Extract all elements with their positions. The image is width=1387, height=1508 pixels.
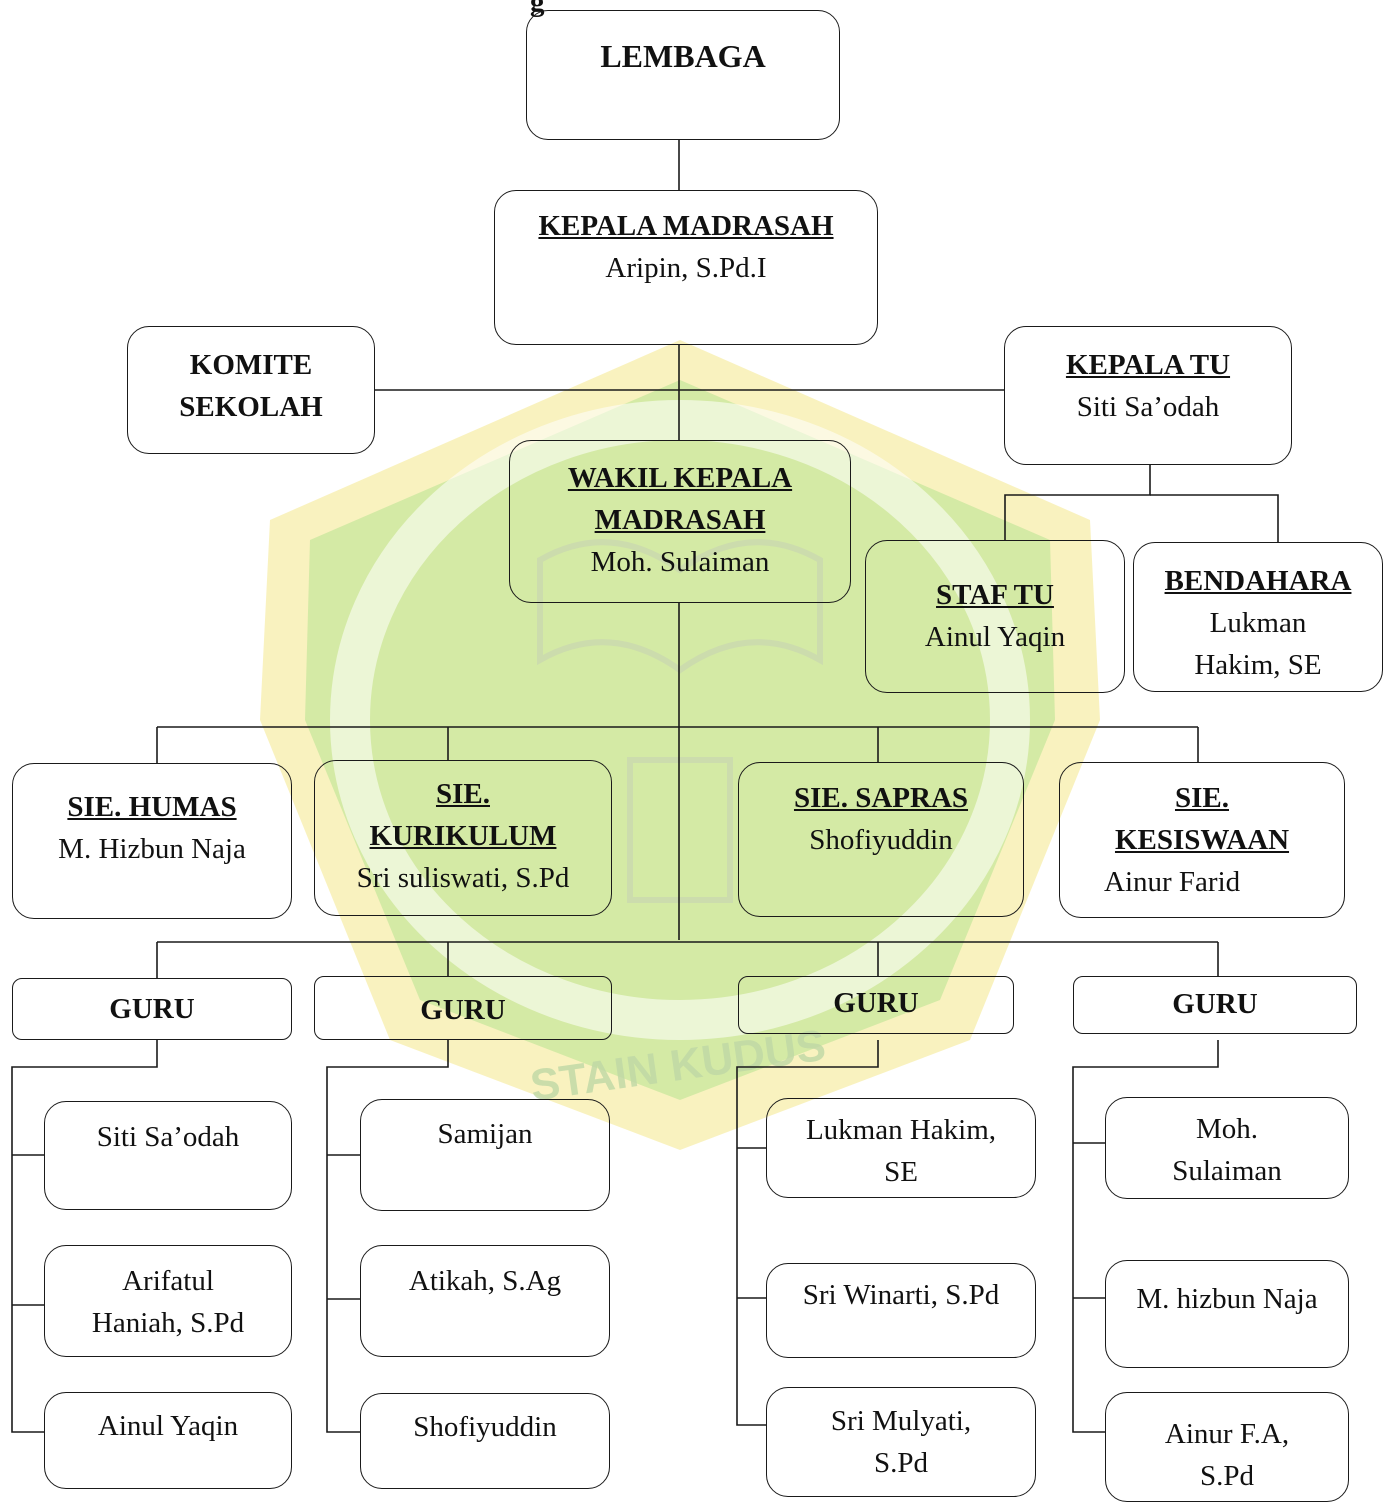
guru-3-member-2: Sri Winarti, S.Pd	[766, 1263, 1036, 1358]
member-name-line2: S.Pd	[1199, 1460, 1254, 1492]
guru-label: GURU	[1172, 988, 1258, 1020]
member-name-line1: M. hizbun Naja	[1136, 1283, 1318, 1315]
kepala-tu-title: KEPALA TU	[1065, 349, 1231, 381]
member-name-line1: Ainul Yaqin	[97, 1410, 239, 1442]
box-sie-kurikulum: SIE. KURIKULUM Sri suliswati, S.Pd	[314, 760, 612, 916]
kepala-tu-name: Siti Sa’odah	[1076, 391, 1220, 423]
sie-humas-name: M. Hizbun Naja	[58, 833, 246, 865]
guru-1-member-2: Arifatul Haniah, S.Pd	[44, 1245, 292, 1357]
guru-label: GURU	[420, 994, 506, 1026]
sie-sapras-name: Shofiyuddin	[809, 824, 953, 856]
box-kepala-madrasah: KEPALA MADRASAH Aripin, S.Pd.I	[494, 190, 878, 345]
box-komite-sekolah: KOMITE SEKOLAH	[127, 326, 375, 454]
guru-label: GURU	[833, 987, 919, 1019]
guru-4-member-3: Ainur F.A, S.Pd	[1105, 1392, 1349, 1502]
member-name-line1: Sri Winarti, S.Pd	[802, 1279, 1000, 1311]
staf-tu-title: STAF TU	[936, 579, 1054, 611]
guru-1-member-1: Siti Sa’odah	[44, 1101, 292, 1210]
sie-kurikulum-title-line2: KURIKULUM	[369, 820, 557, 852]
box-kepala-tu: KEPALA TU Siti Sa’odah	[1004, 326, 1292, 465]
guru-2-member-1: Samijan	[360, 1099, 610, 1211]
kepala-madrasah-name: Aripin, S.Pd.I	[605, 252, 767, 284]
staf-tu-name: Ainul Yaqin	[924, 621, 1066, 653]
watermark-book-icon	[537, 539, 823, 674]
member-name-line1: Sri Mulyati,	[830, 1405, 972, 1437]
guru-3-member-3: Sri Mulyati, S.Pd	[766, 1387, 1036, 1497]
box-guru-4: GURU	[1073, 976, 1357, 1034]
member-name-line1: Arifatul	[122, 1265, 214, 1297]
member-name-line2: SE	[884, 1156, 918, 1188]
guru-label: GURU	[109, 993, 195, 1025]
member-name-line1: Atikah, S.Ag	[408, 1265, 562, 1297]
komite-line1: KOMITE	[189, 349, 313, 381]
guru-3-member-1: Lukman Hakim, SE	[766, 1098, 1036, 1198]
member-name-line1: Moh.	[1195, 1113, 1259, 1145]
box-staf-tu: STAF TU Ainul Yaqin	[865, 540, 1125, 693]
member-name-line2: Sulaiman	[1172, 1155, 1282, 1187]
wakil-title-line1: WAKIL KEPALA	[567, 462, 793, 494]
sie-kurikulum-title-line1: SIE.	[435, 778, 490, 810]
guru-4-member-1: Moh. Sulaiman	[1105, 1097, 1349, 1199]
komite-line2: SEKOLAH	[179, 391, 323, 423]
sie-kurikulum-name: Sri suliswati, S.Pd	[356, 862, 570, 894]
box-guru-3: GURU	[738, 976, 1014, 1034]
guru-1-member-3: Ainul Yaqin	[44, 1392, 292, 1489]
kepala-madrasah-title: KEPALA MADRASAH	[538, 210, 834, 242]
member-name-line2: Haniah, S.Pd	[91, 1307, 245, 1339]
sie-humas-title: SIE. HUMAS	[67, 791, 237, 823]
member-name-line2: S.Pd	[873, 1447, 928, 1479]
watermark-ring	[330, 400, 1030, 1040]
box-sie-sapras: SIE. SAPRAS Shofiyuddin	[738, 762, 1024, 917]
box-sie-kesiswaan: SIE. KESISWAAN Ainur Farid	[1059, 762, 1345, 918]
watermark-tower-icon	[627, 757, 733, 903]
member-name-line1: Samijan	[437, 1118, 533, 1150]
bendahara-name-line2: Hakim, SE	[1194, 649, 1322, 681]
sie-kesiswaan-title-line2: KESISWAAN	[1114, 824, 1290, 856]
guru-4-member-2: M. hizbun Naja	[1105, 1260, 1349, 1368]
lembaga-title: LEMBAGA	[600, 38, 766, 74]
sie-sapras-title: SIE. SAPRAS	[793, 782, 969, 814]
guru-2-member-3: Shofiyuddin	[360, 1393, 610, 1489]
box-sie-humas: SIE. HUMAS M. Hizbun Naja	[12, 763, 292, 919]
member-name-line1: Lukman Hakim,	[805, 1114, 997, 1146]
member-name-line1: Shofiyuddin	[413, 1411, 557, 1443]
box-wakil-kepala-madrasah: WAKIL KEPALA MADRASAH Moh. Sulaiman	[509, 440, 851, 603]
guru-2-member-2: Atikah, S.Ag	[360, 1245, 610, 1357]
sie-kesiswaan-name: Ainur Farid	[1104, 866, 1241, 898]
wakil-title-line2: MADRASAH	[594, 504, 766, 536]
member-name-line1: Ainur F.A,	[1164, 1418, 1290, 1450]
box-guru-1: GURU	[12, 978, 292, 1040]
bendahara-title: BENDAHARA	[1164, 565, 1352, 597]
member-name-line1: Siti Sa’odah	[96, 1121, 240, 1153]
wakil-name: Moh. Sulaiman	[590, 546, 770, 578]
box-guru-2: GURU	[314, 976, 612, 1040]
box-lembaga: LEMBAGA	[526, 10, 840, 140]
sie-kesiswaan-title-line1: SIE.	[1174, 782, 1229, 814]
box-bendahara: BENDAHARA Lukman Hakim, SE	[1133, 542, 1383, 692]
bendahara-name-line1: Lukman	[1209, 607, 1307, 639]
